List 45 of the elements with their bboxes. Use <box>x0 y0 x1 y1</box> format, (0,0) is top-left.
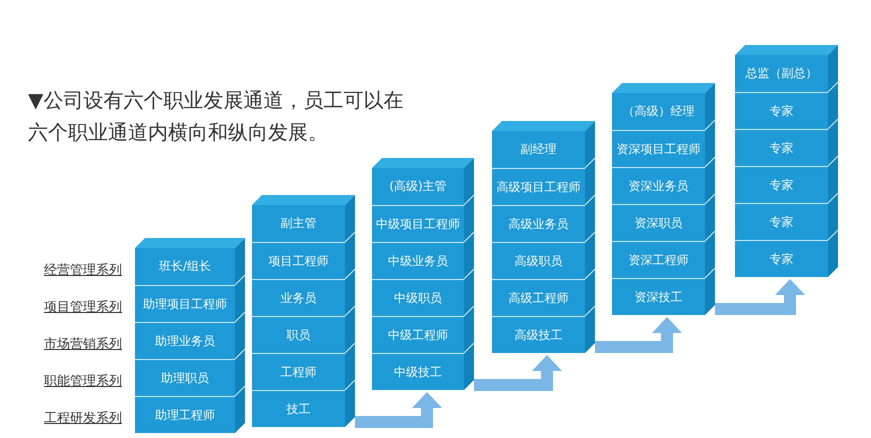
career-level-text: 中级技工 <box>394 364 442 380</box>
career-level-text: 资深职员 <box>634 214 682 232</box>
heading-text: ▼公司设有六个职业发展通道，员工可以在六个职业通道内横向和纵向发展。 <box>28 87 404 146</box>
career-level-text: 专家 <box>770 176 794 194</box>
career-level-text: 资深工程师 <box>628 252 688 268</box>
series-label: 经营管理系列 <box>43 262 122 278</box>
career-level-text: 助理业务员 <box>155 332 215 350</box>
step-up-arrow <box>474 355 562 391</box>
career-level-text: 中级项目工程师 <box>376 216 460 232</box>
series-label: 职能管理系列 <box>43 372 122 390</box>
career-level-text: 副经理 <box>520 141 556 158</box>
career-level-text: 助理项目工程师 <box>143 296 227 312</box>
career-level-text: 专家 <box>770 102 794 120</box>
career-level-text: 高级业务员 <box>508 216 568 232</box>
career-level-text: 业务员 <box>280 290 316 306</box>
career-level-text: 工程师 <box>280 364 316 380</box>
career-level-text: 高级工程师 <box>508 290 568 306</box>
career-level-text: 班长/组长 <box>158 258 212 275</box>
career-level-text: (高级)主管 <box>389 178 447 195</box>
career-level-text: 总监（副总） <box>746 65 818 82</box>
career-level-text: 专家 <box>770 214 794 230</box>
series-label: 工程研发系列 <box>43 410 122 426</box>
series-label: 项目管理系列 <box>43 298 122 316</box>
career-level-text: 资深技工 <box>634 288 682 306</box>
career-level-text: 高级项目工程师 <box>496 178 580 196</box>
step-up-arrow <box>595 317 682 353</box>
career-level-text: 技工 <box>286 400 310 418</box>
step-up-arrow <box>355 392 442 428</box>
career-level-text: 项目工程师 <box>268 252 328 270</box>
career-level-text: 专家 <box>770 140 794 156</box>
career-level-text: 副主管 <box>280 215 316 232</box>
career-level-text: 高级技工 <box>514 326 562 344</box>
career-level-text: 助理工程师 <box>155 406 215 424</box>
series-label: 市场营销系列 <box>43 336 122 352</box>
career-level-text: 资深业务员 <box>628 178 688 194</box>
career-level-text: （高级）经理 <box>622 103 694 120</box>
career-level-text: 高级职员 <box>514 252 562 270</box>
career-level-text: 专家 <box>770 250 794 268</box>
career-level-text: 职员 <box>286 326 310 344</box>
career-level-text: 中级职员 <box>394 290 442 306</box>
career-level-text: 中级工程师 <box>388 326 448 344</box>
career-level-text: 助理职员 <box>161 370 209 386</box>
career-level-text: 资深项目工程师 <box>616 140 700 158</box>
step-up-arrow <box>715 279 805 315</box>
career-level-text: 中级业务员 <box>388 252 448 270</box>
